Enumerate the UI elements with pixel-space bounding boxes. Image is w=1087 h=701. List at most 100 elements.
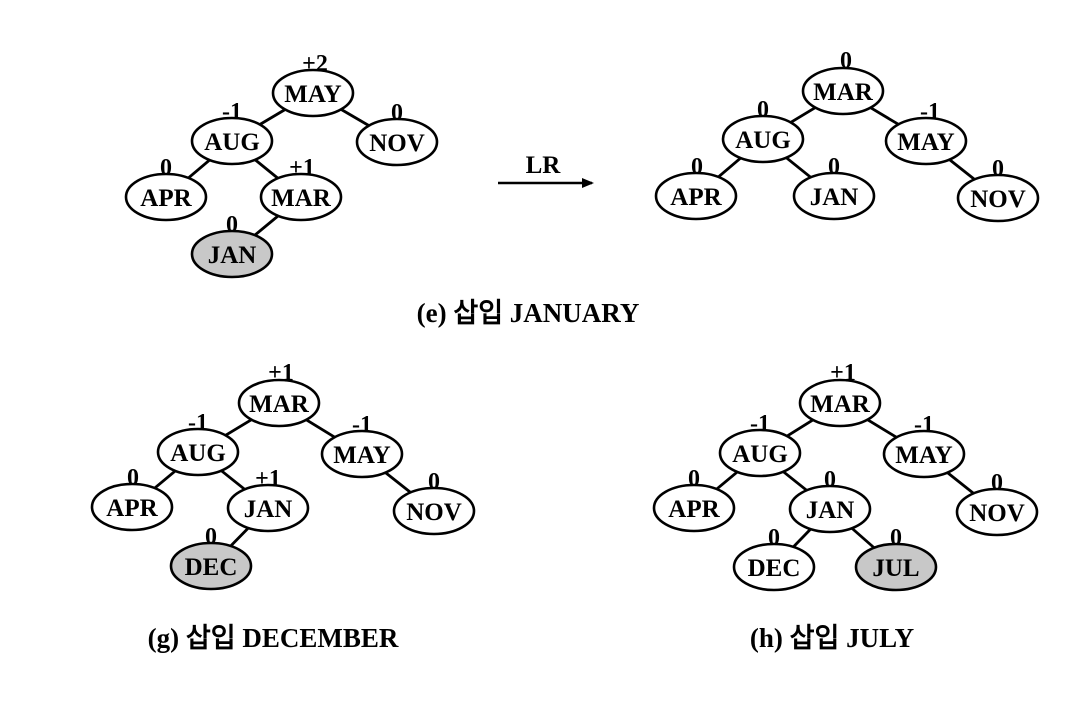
edge-may-aug (259, 108, 286, 126)
node-jan: JAN 0 (788, 467, 872, 534)
node-aug: AUG-1 (190, 99, 274, 166)
node-label: MAY (895, 442, 952, 469)
node-label: AUG (204, 129, 260, 156)
balance-factor: 0 (890, 525, 902, 551)
balance-factor: -1 (188, 410, 208, 436)
edge-mar-aug (789, 106, 817, 124)
edge-may-nov (946, 471, 975, 495)
balance-factor: 0 (226, 212, 238, 238)
inserted-node-shape (190, 229, 274, 279)
node-label: NOV (406, 499, 462, 526)
node-aug: AUG-1 (156, 410, 240, 477)
balance-factor: 0 (160, 155, 172, 181)
node-may: MAY-1 (884, 99, 968, 166)
node-jan: JAN 0 (190, 212, 274, 279)
edge-may-nov (340, 108, 370, 127)
node-label: MAR (271, 185, 332, 212)
node-nov: NOV 0 (392, 469, 476, 536)
edge-aug-apr (187, 158, 211, 180)
edge-aug-jan (782, 470, 808, 492)
balance-factor: +1 (289, 155, 315, 181)
node-label: DEC (185, 554, 238, 581)
caption-g: (g) 삽입 DECEMBER (148, 623, 399, 653)
edge-jan-dec (229, 527, 250, 547)
edge-may-nov (384, 471, 412, 494)
node-shape (884, 116, 968, 166)
balance-factor: 0 (757, 97, 769, 123)
inserted-node-shape (854, 542, 938, 592)
edge-mar-aug (786, 418, 814, 438)
node-shape (721, 114, 805, 164)
node-shape (259, 172, 343, 222)
node-aug: AUG -1 (718, 411, 802, 478)
node-label: JAN (806, 497, 855, 524)
node-shape (156, 427, 240, 477)
edge-aug-mar (254, 158, 279, 180)
node-may: MAY-1 (320, 412, 404, 479)
balance-factor: 0 (428, 469, 440, 495)
balance-factor: 0 (205, 524, 217, 550)
balance-factor: -1 (750, 411, 770, 437)
node-label: JAN (208, 242, 257, 269)
node-shape (801, 66, 885, 116)
node-shape (124, 172, 208, 222)
lr-rotation-arrow: LR (498, 152, 594, 188)
node-jan: JAN+1 (226, 466, 310, 533)
node-label: AUG (732, 441, 788, 468)
node-label: NOV (970, 186, 1026, 213)
node-label: MAR (813, 79, 874, 106)
edge-jan-dec (792, 528, 812, 548)
node-label: APR (670, 184, 722, 211)
node-shape (320, 429, 404, 479)
node-shape (955, 487, 1039, 537)
node-label: JUL (872, 555, 919, 582)
edge-mar-may (866, 418, 898, 439)
edge-aug-apr (717, 156, 742, 179)
node-label: MAY (284, 81, 341, 108)
node-shape (392, 486, 476, 536)
node-may: MAY -1 (882, 412, 966, 479)
caption-h: (h) 삽입 JULY (750, 623, 914, 653)
node-label: APR (140, 185, 192, 212)
node-label: NOV (969, 500, 1025, 527)
node-shape (355, 117, 439, 167)
node-shape (237, 378, 321, 428)
node-mar: MAR +1 (259, 155, 343, 222)
edge-mar-jan (253, 214, 280, 237)
node-label: MAR (249, 391, 310, 418)
node-shape (90, 482, 174, 532)
caption-e: (e) 삽입 JANUARY (417, 298, 640, 328)
edge-jan-jul (850, 527, 876, 549)
edge-aug-apr (715, 470, 739, 491)
edge-mar-aug (224, 418, 253, 437)
node-shape (798, 378, 882, 428)
balance-factor: 0 (824, 467, 836, 493)
node-label: APR (106, 495, 158, 522)
node-shape (652, 483, 736, 533)
node-dec: DEC 0 (169, 524, 253, 591)
balance-factor: +1 (830, 360, 856, 386)
edge-mar-may (869, 106, 900, 126)
node-apr: APR 0 (124, 155, 208, 222)
node-label: NOV (369, 130, 425, 157)
balance-factor: -1 (914, 412, 934, 438)
edge-aug-apr (153, 469, 177, 490)
node-shape (788, 484, 872, 534)
edge-mar-may (305, 418, 336, 439)
node-mar: MAR+1 (237, 360, 321, 428)
balance-factor: 0 (840, 48, 852, 74)
node-shape (792, 171, 876, 221)
balance-factor: 0 (991, 470, 1003, 496)
node-shape (882, 429, 966, 479)
edge-may-nov (948, 158, 976, 181)
node-mar: MAR 0 (801, 48, 885, 116)
edge-aug-jan (220, 469, 246, 491)
node-label: MAR (810, 391, 871, 418)
